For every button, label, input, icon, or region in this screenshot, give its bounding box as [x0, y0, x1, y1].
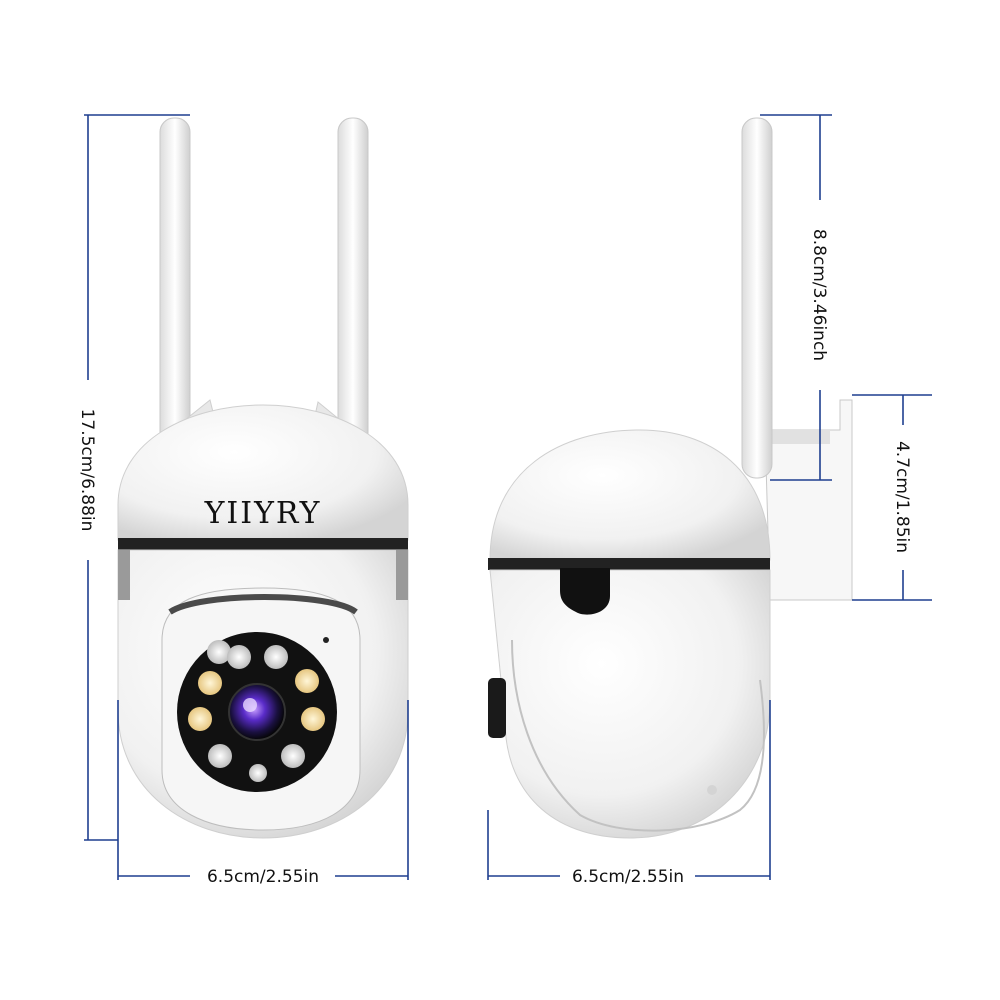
antenna-height-label: 8.8cm/3.46inch: [809, 229, 829, 361]
side-antenna: [741, 117, 773, 479]
side-width-label: 6.5cm/2.55in: [572, 867, 684, 887]
front-height-label: 17.5cm/6.88in: [77, 409, 97, 532]
side-lower-body: [489, 569, 771, 839]
mount-height-label: 4.7cm/1.85in: [892, 441, 912, 553]
front-view-camera: YIIYRY: [117, 117, 409, 839]
right-antenna: [337, 117, 369, 449]
side-view-camera: [488, 117, 853, 839]
dimension-lines: [84, 114, 932, 880]
side-top-dome: [489, 429, 771, 561]
front-width-label: 6.5cm/2.55in: [207, 867, 319, 887]
side-dark-band: [488, 558, 770, 570]
side-knob: [488, 678, 506, 738]
brand-label: YIIYRY: [204, 496, 322, 531]
left-antenna: [159, 117, 191, 449]
front-dark-band: [118, 538, 408, 550]
camera-lens: [228, 683, 286, 741]
led-ring: [188, 640, 325, 782]
front-top-dome: [117, 404, 409, 541]
